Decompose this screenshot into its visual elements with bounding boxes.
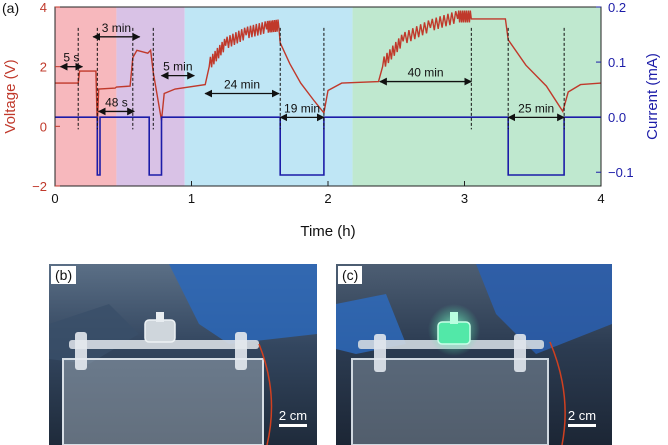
y-right-tick-label: 0.1 xyxy=(608,55,626,70)
annotation-label: 19 min xyxy=(284,101,320,115)
panel-label-b: (b) xyxy=(51,266,77,284)
axis-ticks: 0 1 2 3 4 4 2 0 −2 0.2 0.1 0.0 −0.1 xyxy=(32,0,634,206)
duration-annotations: 5 s 48 s 3 min 5 min 24 min 19 min 40 min 25 mi… xyxy=(59,21,565,130)
photo-b-image xyxy=(49,264,317,445)
scale-bar-b: 2 cm xyxy=(273,408,313,427)
x-tick-label: 0 xyxy=(51,191,58,206)
annotation-label: 3 min xyxy=(102,21,131,35)
y-right-tick-label: −0.1 xyxy=(608,165,634,180)
x-tick-label: 2 xyxy=(324,191,331,206)
annotation-label: 25 min xyxy=(518,101,554,115)
y-left-tick-label: 4 xyxy=(40,0,47,15)
y-left-tick-label: 0 xyxy=(40,119,47,134)
led-c xyxy=(437,321,471,345)
panel-label-a: (a) xyxy=(2,0,19,16)
scale-bar-c: 2 cm xyxy=(560,408,604,427)
background-bands xyxy=(55,7,601,186)
scale-label-b: 2 cm xyxy=(278,408,308,423)
chart: (a) 5 s 48 s 3 min 5 min 24 min 19 min 40 min 2… xyxy=(2,0,661,240)
y-right-tick-label: 0.2 xyxy=(608,0,626,15)
annotation-label: 48 s xyxy=(105,95,128,109)
photo-c: (c) 2 cm xyxy=(336,264,612,445)
annotation-label: 24 min xyxy=(224,78,260,92)
x-axis-label: Time (h) xyxy=(300,223,355,240)
voltage-series-line xyxy=(55,10,602,127)
led-b xyxy=(144,319,176,343)
scale-label-c: 2 cm xyxy=(567,408,597,423)
photo-b: (b) 2 cm xyxy=(49,264,317,445)
x-tick-label: 4 xyxy=(597,191,604,206)
band-4 xyxy=(352,7,601,186)
photo-c-image xyxy=(336,264,612,445)
x-tick-label: 3 xyxy=(461,191,468,206)
annotation-label: 40 min xyxy=(408,66,444,80)
panel-label-c: (c) xyxy=(338,266,363,284)
annotation-label: 5 s xyxy=(63,51,79,65)
y-right-tick-label: 0.0 xyxy=(608,110,626,125)
y-left-tick-label: −2 xyxy=(32,179,47,194)
current-series-line xyxy=(55,116,601,176)
x-tick-label: 1 xyxy=(188,191,195,206)
y-axis-left-label: Voltage (V) xyxy=(2,59,19,133)
annotation-label: 5 min xyxy=(163,60,192,74)
y-left-tick-label: 2 xyxy=(40,60,47,75)
y-axis-right-label: Current (mA) xyxy=(644,53,661,140)
